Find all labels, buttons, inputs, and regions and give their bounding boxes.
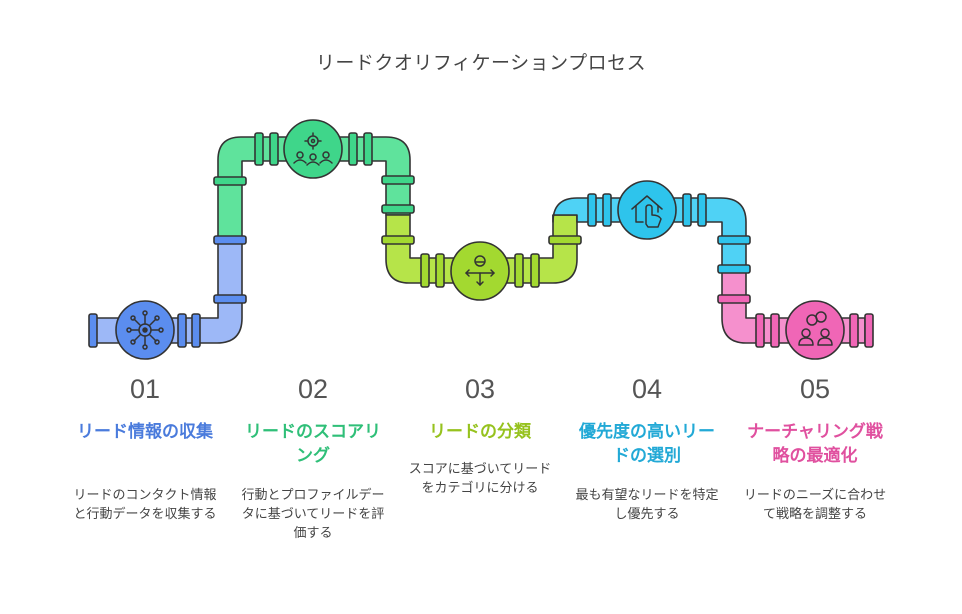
node-5 — [785, 300, 845, 360]
step-5-description: リードのニーズに合わせて戦略を調整する — [743, 488, 887, 522]
step-1-description: リードのコンタクト情報と行動データを収集する — [73, 488, 217, 522]
step-5-number: 05 — [799, 374, 831, 404]
step-4-description: 最も有望なリードを特定し優先する — [575, 488, 719, 522]
step-4-title: 優先度の高いリードの選別 — [579, 422, 715, 466]
step-3-number: 03 — [464, 374, 496, 404]
step-1-title: リード情報の収集 — [77, 422, 213, 442]
step-3-title: リードの分類 — [429, 422, 531, 442]
step-2-title: リードのスコアリング — [245, 422, 381, 466]
step-2-description: 行動とプロファイルデータに基づいてリードを評価する — [241, 488, 385, 541]
gear-team-icon — [293, 132, 333, 166]
step-5-title: ナーチャリング戦略の最適化 — [747, 422, 883, 466]
step-2-number: 02 — [297, 374, 329, 404]
network-eye-icon — [126, 310, 164, 350]
step-1-number: 01 — [129, 374, 161, 404]
people-chat-icon — [798, 311, 833, 346]
diagram-title: リードクオリフィケーションプロセス — [315, 52, 647, 74]
node-3 — [450, 241, 510, 301]
step-3-description: スコアに基づいてリードをカテゴリに分ける — [408, 462, 552, 496]
person-arrows-icon — [465, 255, 495, 286]
node-4 — [617, 180, 677, 240]
home-hand-icon — [631, 195, 663, 228]
step-4-number: 04 — [631, 374, 663, 404]
